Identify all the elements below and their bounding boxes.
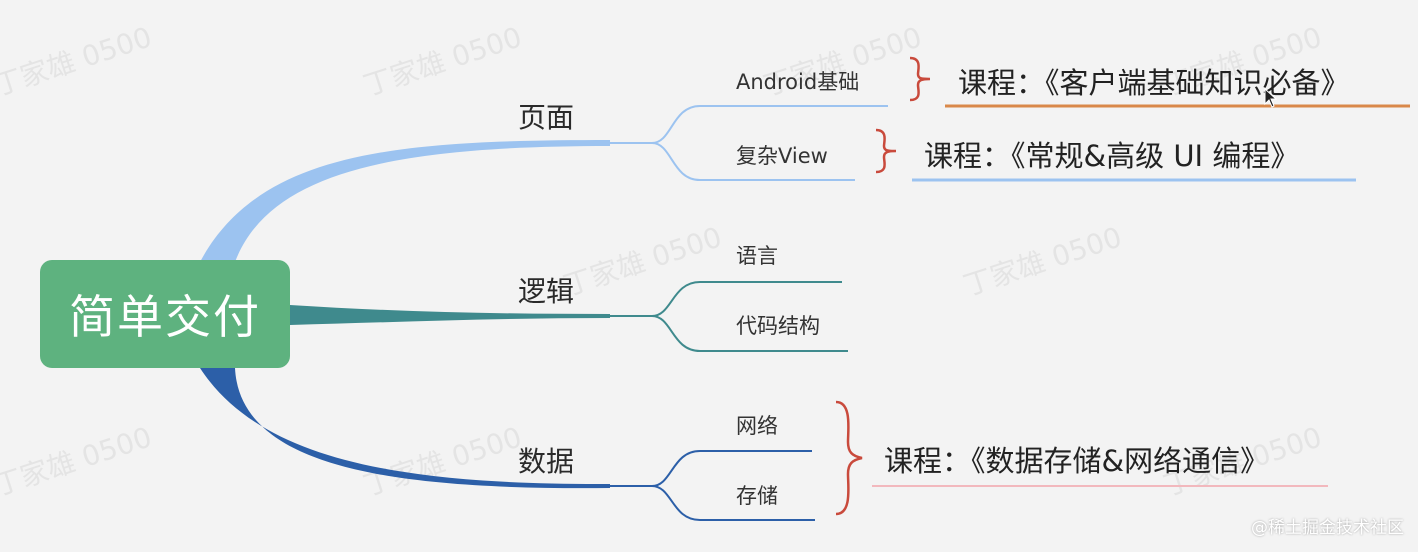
mouse-cursor-icon [1264,88,1278,108]
course-client-basics[interactable]: 课程：《客户端基础知识必备》 [958,66,1350,100]
branch-data[interactable]: 数据 [518,445,575,478]
brace-data [835,400,863,516]
link-root-page [200,140,610,262]
link-root-logic [290,305,610,325]
link-page-view [651,142,855,181]
leaf-network[interactable]: 网络 [736,414,778,438]
branch-page[interactable]: 页面 [518,101,575,134]
course-ui-programming[interactable]: 课程：《常规&高级 UI 编程》 [924,139,1300,173]
leaf-language[interactable]: 语言 [736,244,778,268]
link-data-net [610,450,812,487]
link-data-store [651,485,815,521]
course-data-network[interactable]: 课程：《数据存储&网络通信》 [884,444,1270,478]
leaf-complex-view[interactable]: 复杂View [736,144,828,168]
footer-source-label: @稀土掘金技术社区 [1251,518,1404,538]
brace-view [875,128,897,174]
root-node-label: 简单交付 [69,290,261,344]
leaf-code-structure[interactable]: 代码结构 [736,314,820,338]
link-page-android [610,105,888,144]
link-logic-code [651,315,848,352]
branch-logic[interactable]: 逻辑 [518,275,575,308]
leaf-android-basics[interactable]: Android基础 [736,70,860,94]
root-node[interactable]: 简单交付 [40,260,290,368]
leaf-storage[interactable]: 存储 [736,484,778,508]
brace-android [909,56,931,102]
